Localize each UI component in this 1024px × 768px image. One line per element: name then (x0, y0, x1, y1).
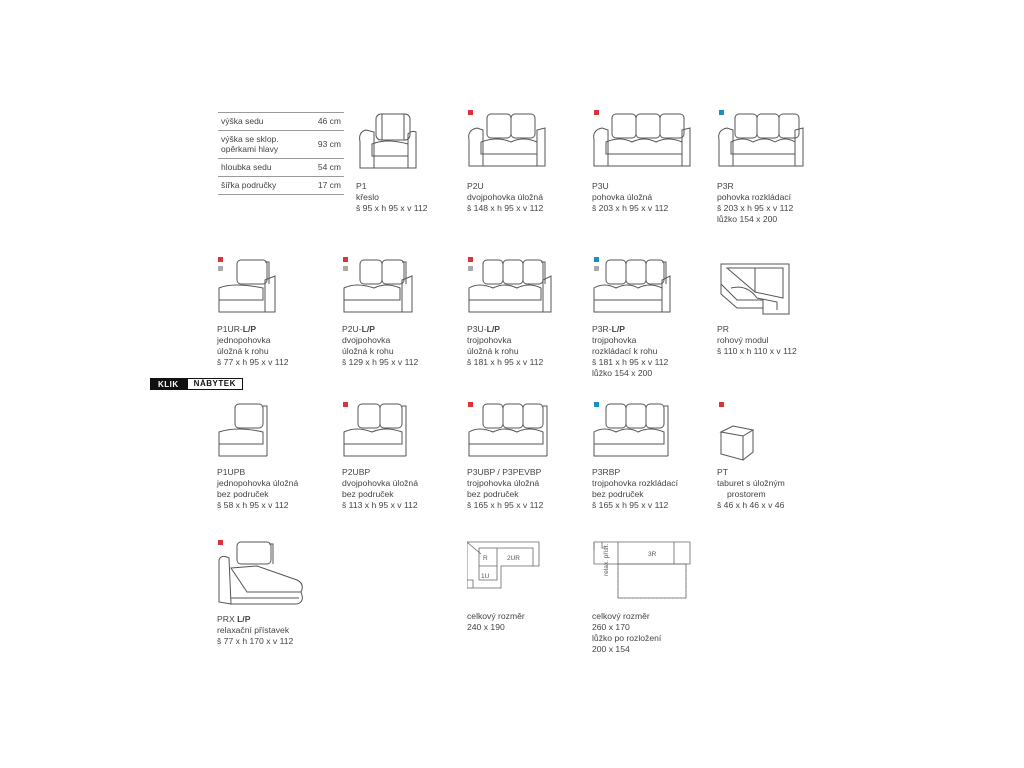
sofa-p3r-drawing (718, 113, 804, 167)
sofa-p2ubp-drawing (343, 403, 407, 457)
color-marker-grey (343, 266, 348, 271)
spec-label: hloubka sedu (218, 158, 315, 177)
sofa-p2u-drawing (468, 113, 546, 167)
floor-plan-2: relax. příst. 3R (593, 541, 691, 599)
spec-value: 54 cm (314, 158, 344, 177)
spec-label: výška sedu (218, 112, 315, 131)
plan1-label: 1U (481, 573, 490, 580)
color-marker-blue (594, 402, 599, 407)
spec-label: výška se sklop. opěrkami hlavy (218, 130, 315, 159)
color-marker-red (468, 257, 473, 262)
sofa-p3rr-drawing (593, 259, 671, 313)
corner-module-pr-drawing (720, 263, 790, 315)
color-marker-red (719, 402, 724, 407)
floor-plan-1: R 2UR 1U (467, 541, 540, 589)
color-marker-grey (218, 266, 223, 271)
ottoman-pt-drawing (719, 425, 755, 461)
sofa-p3rbp-drawing (593, 403, 669, 457)
brand-part2: NÁBYTEK (186, 378, 243, 390)
brand-part1: KLIK (150, 378, 187, 390)
color-marker-blue (719, 110, 724, 115)
plan2-label: 3R (648, 551, 657, 558)
color-marker-red (343, 402, 348, 407)
plan2-label: relax. příst. (603, 544, 610, 576)
sofa-p3ur-drawing (468, 259, 552, 313)
sofa-p1upb-drawing (218, 403, 268, 457)
sofa-p1ur-drawing (218, 259, 276, 313)
sofa-p2ur-drawing (343, 259, 413, 313)
color-marker-grey (468, 266, 473, 271)
sofa-p3u-drawing (593, 113, 691, 167)
plan1-label: 2UR (507, 555, 520, 562)
armchair-p1-drawing (359, 113, 417, 169)
spec-value: 93 cm (314, 130, 344, 159)
color-marker-blue (594, 257, 599, 262)
color-marker-red (594, 110, 599, 115)
color-marker-red (218, 257, 223, 262)
sofa-p3ubp-drawing (468, 403, 548, 457)
color-marker-grey (594, 266, 599, 271)
spec-label: šířka područky (218, 176, 315, 195)
plan1-label: R (483, 555, 488, 562)
color-marker-red (468, 110, 473, 115)
relax-extension-prx-drawing (218, 541, 303, 605)
spec-value: 17 cm (314, 176, 344, 195)
color-marker-red (468, 402, 473, 407)
spec-value: 46 cm (314, 112, 344, 131)
color-marker-red (218, 540, 223, 545)
color-marker-red (343, 257, 348, 262)
brand-logo: KLIK NÁBYTEK (150, 378, 243, 390)
